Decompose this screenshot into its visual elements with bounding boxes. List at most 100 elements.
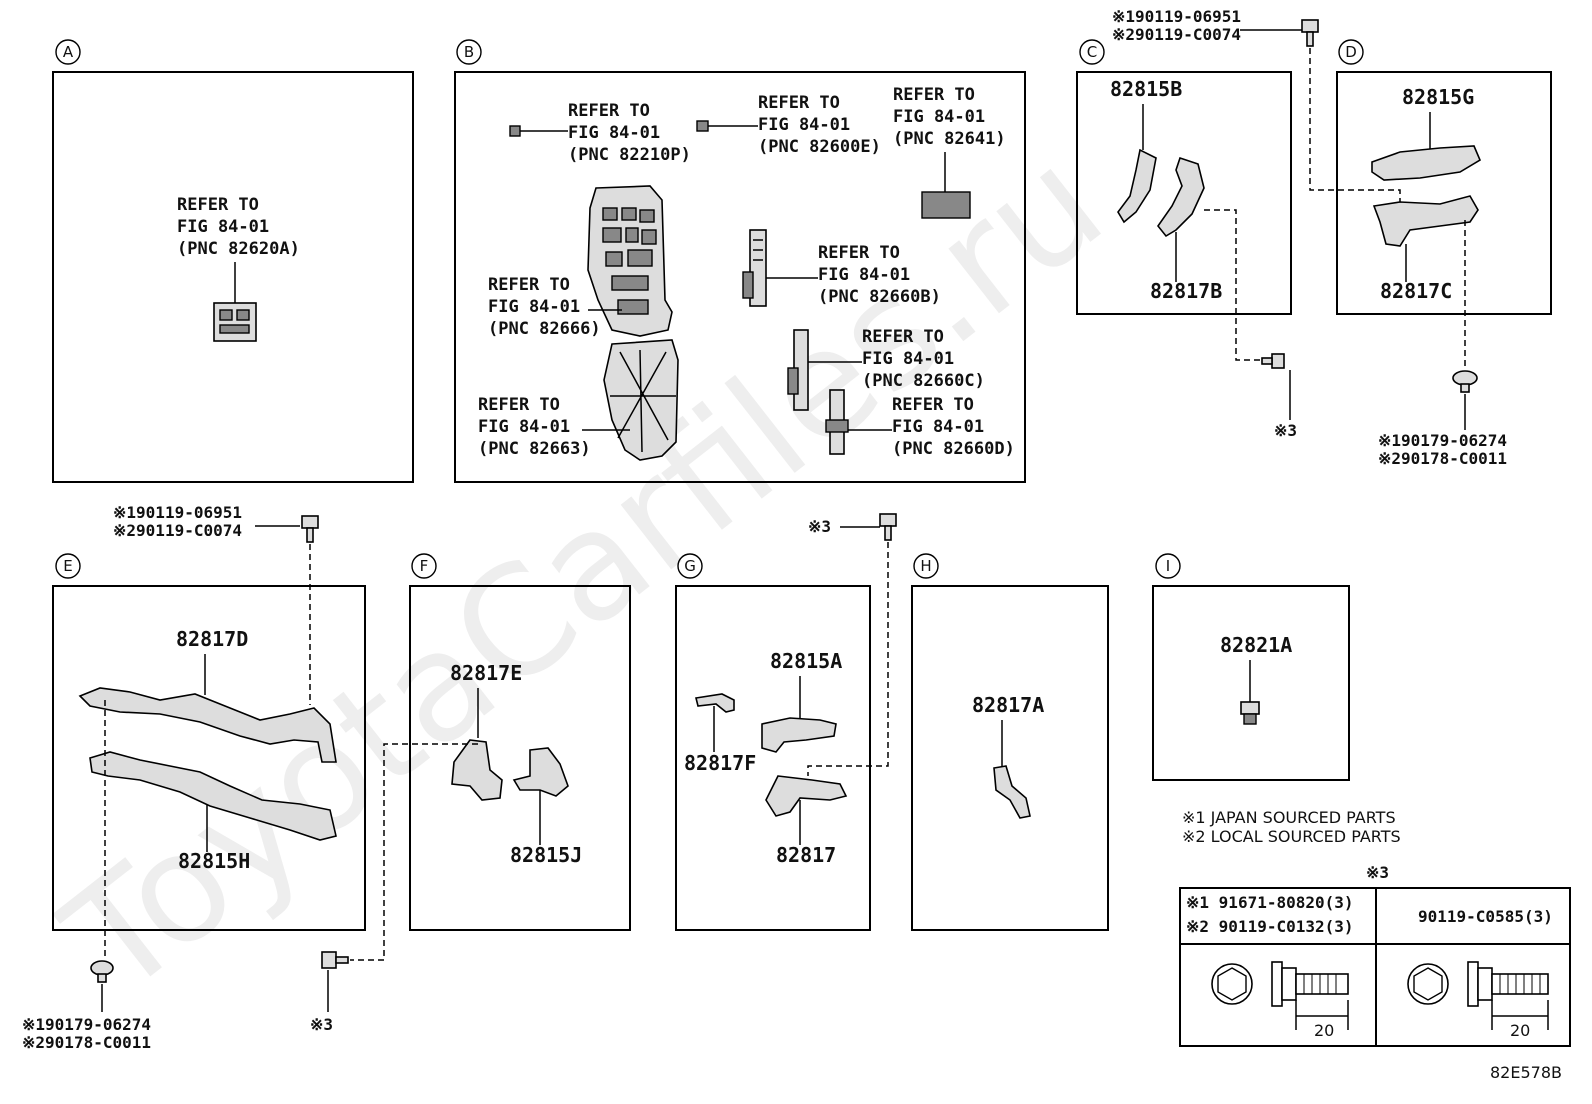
connector-d-part	[825, 389, 849, 455]
connector-c-part	[787, 329, 809, 411]
clip-e-note-line1: ※190179-06274	[22, 1015, 151, 1034]
table-col1-line2: ※2 90119-C0132(3)	[1186, 917, 1354, 936]
part-82815g-label: 82815G	[1402, 85, 1474, 109]
section-a-ref-line2: FIG 84-01	[177, 217, 269, 237]
bracket-82817a-part	[993, 765, 1031, 819]
bolt-icon	[879, 513, 897, 541]
ref-82666-line2: FIG 84-01	[488, 297, 580, 317]
ref-82660c-line1: REFER TO	[862, 327, 944, 347]
diagram-code: 82E578B	[1490, 1063, 1562, 1082]
section-c-frame	[1076, 71, 1292, 315]
ref-82666-line1: REFER TO	[488, 275, 570, 295]
ref-82641-line2: FIG 84-01	[893, 107, 985, 127]
fuse-part	[696, 120, 709, 132]
relay-block-part	[213, 302, 257, 342]
ref-82660b-line2: FIG 84-01	[818, 265, 910, 285]
fastener-table: ※1 91671-80820(3) ※2 90119-C0132(3) 9011…	[1179, 887, 1571, 1047]
section-i-letter: I	[1166, 557, 1170, 575]
bracket-82817-part	[765, 775, 848, 817]
part-82815b-label: 82815B	[1110, 77, 1182, 101]
section-a-frame	[52, 71, 414, 483]
bracket-82815b-part	[1117, 148, 1157, 224]
bracket-82815h-part	[89, 751, 337, 841]
connector-b-part	[742, 229, 767, 307]
junction-block-part	[587, 185, 673, 337]
legend-table-title: ※3	[1366, 863, 1389, 882]
part-82817a-label: 82817A	[972, 693, 1044, 717]
ref-82660d-line2: FIG 84-01	[892, 417, 984, 437]
dimension-label-1: 20	[1314, 1021, 1334, 1040]
bracket-82817c-part	[1372, 195, 1479, 247]
ref-82641-line3: (PNC 82641)	[893, 129, 1006, 149]
ref-82210p-line2: FIG 84-01	[568, 123, 660, 143]
clip-d-note-line2: ※290178-C0011	[1378, 449, 1507, 468]
ref-82660d-line1: REFER TO	[892, 395, 974, 415]
section-a: A REFER TO FIG 84-01 (PNC 82620A)	[52, 39, 414, 483]
section-i-frame	[1152, 585, 1350, 781]
hex-bolt-icon	[1211, 961, 1349, 1030]
bolt-icon	[321, 951, 349, 969]
section-c: C 82815B 82817B ※3	[1076, 39, 1297, 440]
ref-82666-line3: (PNC 82666)	[488, 319, 601, 339]
clip-e-note-line2: ※290178-C0011	[22, 1033, 151, 1052]
bracket-82815j-part	[512, 747, 569, 797]
bolt-icon	[1261, 353, 1285, 369]
bracket-82817b-part	[1157, 156, 1205, 238]
part-82821a-label: 82821A	[1220, 633, 1292, 657]
clip-d-note-line1: ※190179-06274	[1378, 431, 1507, 450]
bracket-82815a-part	[761, 717, 837, 753]
ref-82660c-line2: FIG 84-01	[862, 349, 954, 369]
bracket-82817d-part	[78, 687, 337, 763]
bolt-e-note-line1: ※190119-06951	[113, 503, 242, 522]
section-e-marker	[55, 553, 81, 579]
section-d-frame	[1336, 71, 1552, 315]
top-bolt-note-line2: ※290119-C0074	[1112, 25, 1241, 44]
bolt-icon	[1301, 19, 1319, 47]
section-g: ※3 G 82815A 82817F 82817	[675, 513, 897, 931]
bracket-82817f-part	[695, 693, 735, 713]
section-c-marker	[1079, 39, 1105, 65]
section-b-frame	[454, 71, 1026, 483]
bolt-icon	[301, 515, 319, 543]
ref-82660b-line1: REFER TO	[818, 243, 900, 263]
ref-82660c-line3: (PNC 82660C)	[862, 371, 985, 391]
section-c-letter: C	[1087, 43, 1097, 61]
connector-part	[509, 125, 521, 137]
section-e: ※190119-06951 ※290119-C0074 E 82817D 828…	[22, 503, 366, 1052]
section-a-marker	[55, 39, 81, 65]
ref-82663-line3: (PNC 82663)	[478, 439, 591, 459]
part-82817e-label: 82817E	[450, 661, 522, 685]
section-a-letter: A	[63, 43, 74, 61]
part-82817d-label: 82817D	[176, 627, 248, 651]
legend: ※1 JAPAN SOURCED PARTS ※2 LOCAL SOURCED …	[1179, 808, 1571, 1047]
section-g-marker	[677, 553, 703, 579]
section-g-frame	[675, 585, 871, 931]
legend-line-2: ※2 LOCAL SOURCED PARTS	[1182, 827, 1401, 846]
legend-line-1: ※1 JAPAN SOURCED PARTS	[1182, 808, 1396, 827]
section-f: F 82817E 82815J ※3	[310, 553, 631, 1034]
dimension-label-2: 20	[1510, 1021, 1530, 1040]
ref-82660d-line3: (PNC 82660D)	[892, 439, 1015, 459]
ref-82660b-line3: (PNC 82660B)	[818, 287, 941, 307]
part-82815a-label: 82815A	[770, 649, 842, 673]
bracket-82817e-part	[451, 739, 503, 801]
part-82817-label: 82817	[776, 843, 836, 867]
part-82815j-label: 82815J	[510, 843, 582, 867]
section-b-marker	[456, 39, 482, 65]
ref-82210p-line1: REFER TO	[568, 101, 650, 121]
section-h: H 82817A	[911, 553, 1109, 931]
relay-part	[921, 191, 971, 219]
bolt-e-note-line2: ※290119-C0074	[113, 521, 242, 540]
part-82817c-label: 82817C	[1380, 279, 1452, 303]
section-h-letter: H	[920, 557, 931, 575]
fastener-ref3-g: ※3	[808, 517, 831, 536]
ref-82600e-line2: FIG 84-01	[758, 115, 850, 135]
part-82817b-label: 82817B	[1150, 279, 1222, 303]
clip-82821a-part	[1240, 701, 1260, 725]
section-a-ref-line3: (PNC 82620A)	[177, 239, 300, 259]
section-e-frame	[52, 585, 366, 931]
section-e-letter: E	[63, 557, 72, 575]
section-f-marker	[411, 553, 437, 579]
